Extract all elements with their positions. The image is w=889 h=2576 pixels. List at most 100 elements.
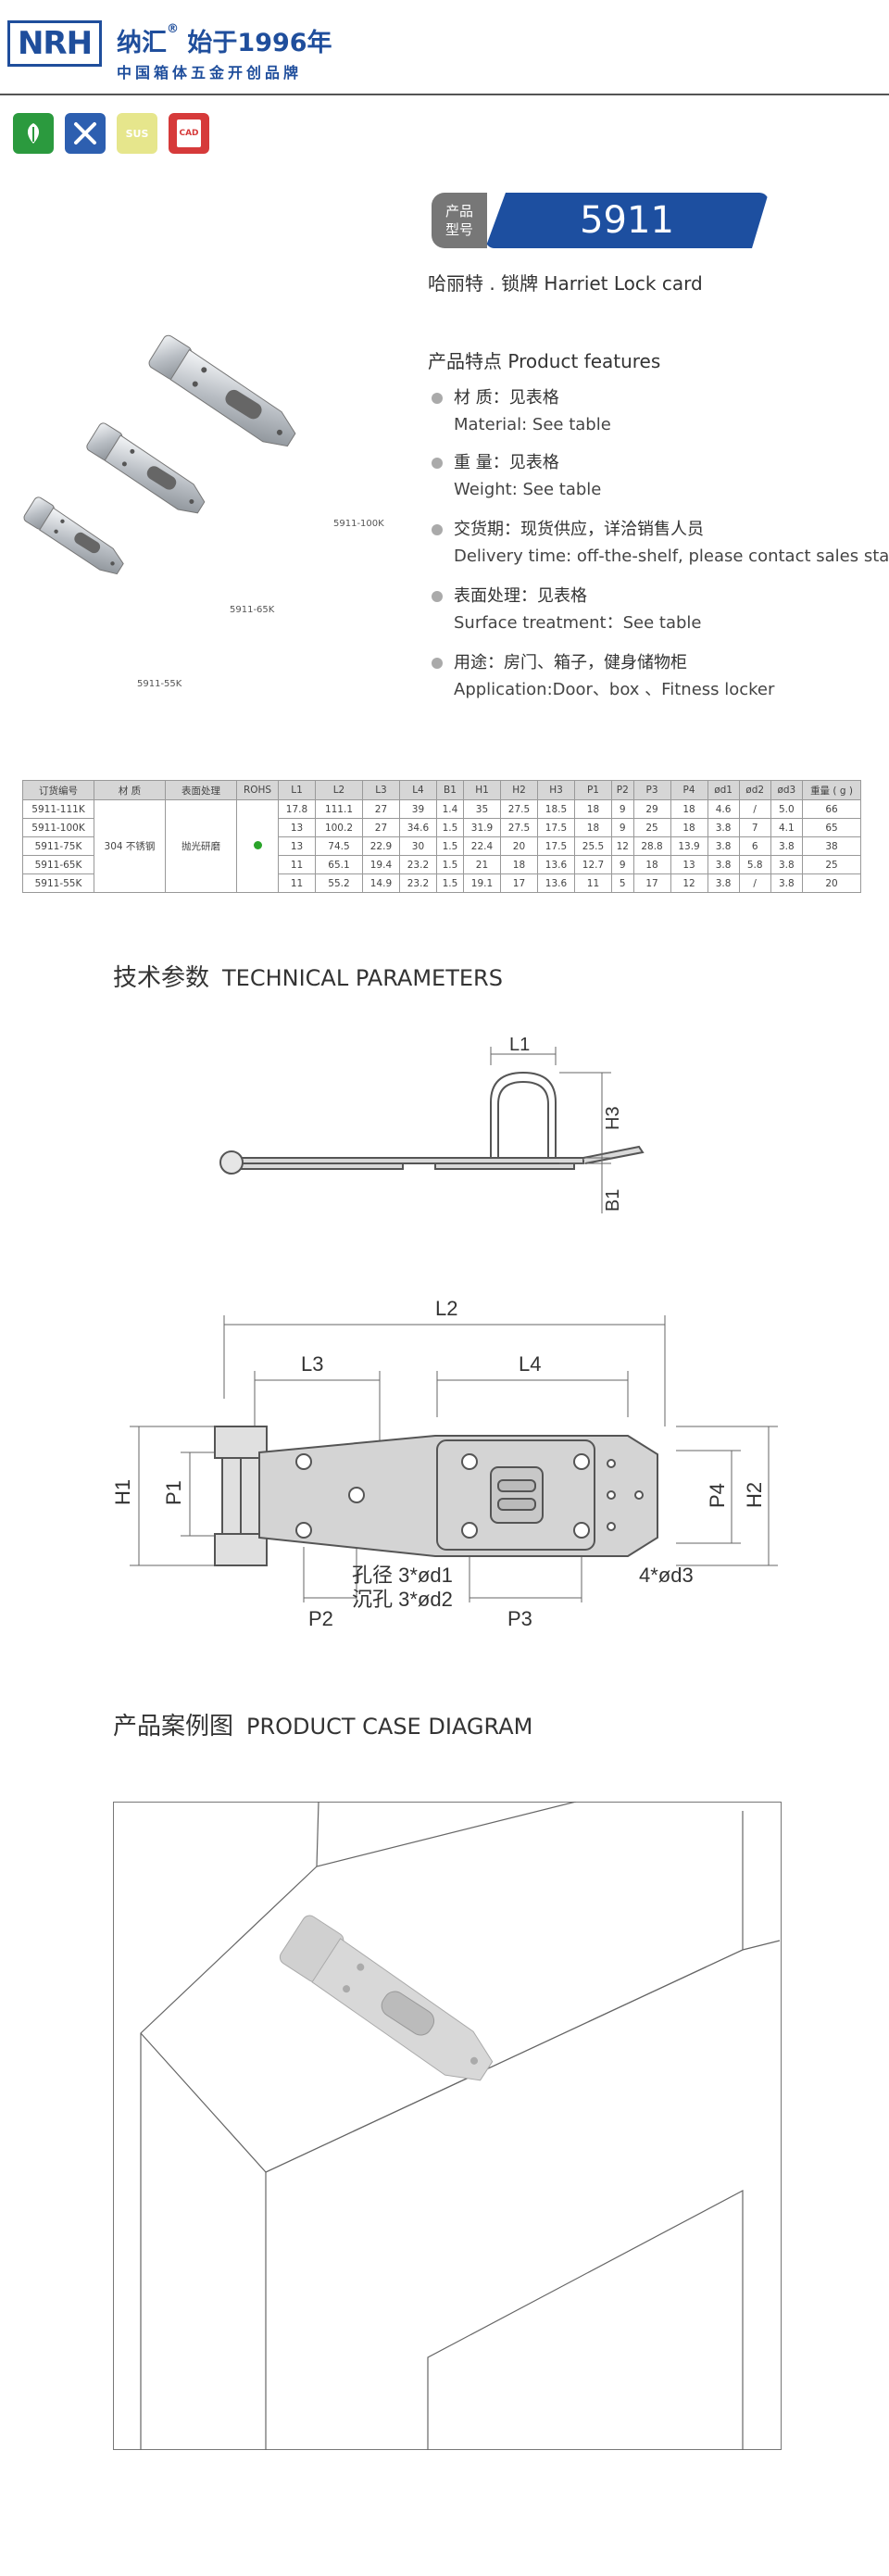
feature-zh: 材 质：见表格 [454,388,559,408]
col-header: P3 [632,780,671,800]
feature-application: 用途：房门、箱子，健身储物柜 Application:Door、box 、Fit… [432,650,876,704]
case-title-en: PRODUCT CASE DIAGRAM [246,1714,533,1740]
table-cell: 22.4 [462,836,501,856]
product-photos [23,334,296,575]
table-cell: 17.8 [278,799,316,819]
feature-en: Weight: See table [454,480,602,499]
table-cell: 25.5 [573,836,612,856]
feature-en: Surface treatment：See table [454,613,702,633]
table-cell: 55.2 [315,873,363,893]
model-label: 产品型号 [432,193,487,248]
table-cell: 18 [670,799,708,819]
col-header: ød1 [707,780,740,800]
table-cell: 抛光研磨 [165,799,237,893]
table-cell: 29 [632,799,671,819]
table-cell: 27.5 [499,818,538,837]
col-header: 订货编号 [22,780,94,800]
table-cell: 38 [802,836,861,856]
table-cell: 22.9 [361,836,400,856]
table-cell: 1.5 [435,873,464,893]
table-cell: 5911-100K [22,818,94,837]
table-cell: 13.6 [536,855,575,874]
table-cell: 100.2 [315,818,363,837]
table-cell: 5 [610,873,634,893]
side-view-drawing: L1 H3 B1 [219,1037,645,1213]
col-header: H2 [499,780,538,800]
brand-tagline: 始于1996年 [187,29,332,57]
table-cell: 23.2 [398,855,437,874]
case-title: 产品案例图 PRODUCT CASE DIAGRAM [113,1707,532,1741]
table-cell: 12 [610,836,634,856]
features-title: 产品特点 Product features [428,350,661,372]
top-view-drawing: L2 L3 L4 H1 P1 P4 H2 P2 P3 孔径 3*ød1 沉孔 3… [111,1297,778,1630]
table-cell: 9 [610,855,634,874]
table-cell: 7 [738,818,771,837]
table-cell: 20 [499,836,538,856]
table-cell: 12.7 [573,855,612,874]
table-cell: 3.8 [707,873,740,893]
table-cell: 13 [278,836,316,856]
table-cell: 25 [802,855,861,874]
table-cell: 66 [802,799,861,819]
feature-delivery: 交货期：现货供应，详洽销售人员 Delivery time: off-the-s… [432,517,889,571]
table-cell: 11 [278,873,316,893]
col-header: P4 [670,780,708,800]
rohs-badge-icon [13,113,54,154]
col-header: L2 [315,780,363,800]
dim-p3: P3 [507,1607,532,1630]
tools-badge-icon [65,113,106,154]
table-cell: 25 [632,818,671,837]
dim-h2: H2 [743,1482,766,1508]
table-cell: 34.6 [398,818,437,837]
col-header: P1 [573,780,612,800]
cad-badge: CAD [169,113,209,154]
table-cell: / [738,873,771,893]
table-cell: 18 [670,818,708,837]
dim-l4: L4 [519,1352,541,1376]
feature-zh: 交货期：现货供应，详洽销售人员 [454,520,704,539]
table-cell: 3.8 [770,873,804,893]
table-cell: 17.5 [536,818,575,837]
table-cell: 27 [361,799,400,819]
brand-text: 纳汇® 始于1996年 中国箱体五金开创品牌 [117,22,332,82]
hasp-medium-image [86,422,206,514]
table-cell: 18.5 [536,799,575,819]
image-label-medium: 5911-65K [230,605,275,615]
table-cell: 39 [398,799,437,819]
table-cell: 13 [278,818,316,837]
table-cell: 3.8 [707,818,740,837]
table-cell: 5911-55K [22,873,94,893]
dim-counterbore: 沉孔 3*ød2 [352,1588,453,1611]
mounted-hasp-image [279,1915,494,2081]
table-cell: 5.0 [770,799,804,819]
table-cell: 1.5 [435,818,464,837]
col-header: ROHS [236,780,279,800]
table-cell: 17.5 [536,836,575,856]
table-cell: 20 [802,873,861,893]
table-cell: 19.1 [462,873,501,893]
table-cell: 9 [610,818,634,837]
technical-title-en: TECHNICAL PARAMETERS [222,965,503,991]
table-cell: 21 [462,855,501,874]
table-cell: 74.5 [315,836,363,856]
feature-material: 材 质：见表格 Material: See table [432,385,876,439]
table-cell: 111.1 [315,799,363,819]
feature-zh: 表面处理：见表格 [454,586,587,606]
dim-hole: 孔径 3*ød1 [352,1564,453,1587]
table-cell: 23.2 [398,873,437,893]
table-cell: 12 [670,873,708,893]
table-cell: 1.5 [435,855,464,874]
table-cell: 13.9 [670,836,708,856]
brand-name: 纳汇 [117,29,167,57]
dim-l1: L1 [509,1037,530,1055]
dim-p2: P2 [308,1607,333,1630]
rohs-compliant-icon [253,840,262,849]
col-header: H3 [536,780,575,800]
case-title-zh: 产品案例图 [113,1713,234,1740]
table-cell: 3.8 [770,855,804,874]
model-label-line1: 产品 [444,203,473,220]
dim-h1: H1 [111,1479,134,1505]
table-cell: 1.5 [435,836,464,856]
